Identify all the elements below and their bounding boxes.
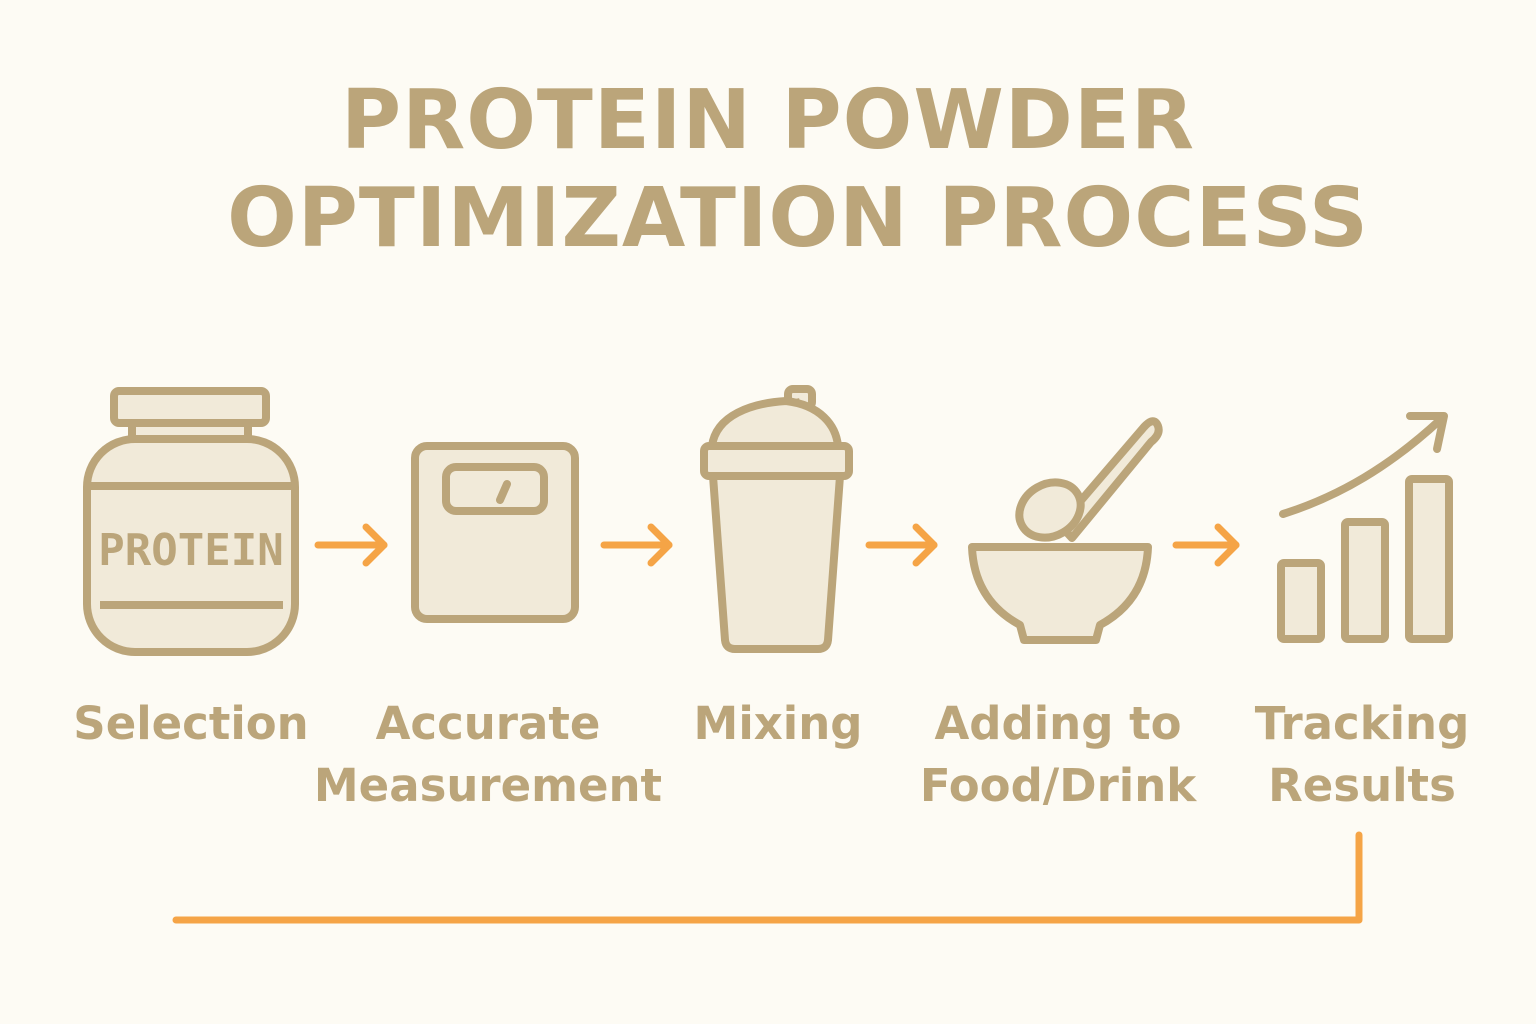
bar-chart-trend-icon: [1277, 412, 1453, 643]
step-label-tracking-results: Tracking Results: [1254, 697, 1470, 812]
step-label-selection: Selection: [73, 697, 309, 750]
feedback-loop-line: [172, 831, 1363, 924]
step-label-accurate-measurement: Accurate Measurement: [313, 697, 663, 812]
jar-label: PROTEIN: [98, 525, 283, 576]
arrow-2-to-3: [600, 523, 673, 567]
arrow-4-to-5: [1172, 523, 1240, 567]
shaker-icon: [700, 385, 853, 653]
protein-jar-icon: PROTEIN: [83, 387, 299, 656]
title-line-2: OPTIMIZATION PROCESS: [227, 171, 1369, 266]
step-label-mixing: Mixing: [693, 697, 863, 750]
step-label-adding-to-food-drink: Adding to Food/Drink: [919, 697, 1197, 812]
arrow-3-to-4: [865, 523, 938, 567]
arrow-1-to-2: [314, 523, 388, 567]
scale-icon: [411, 442, 579, 623]
title-line-1: PROTEIN POWDER: [340, 73, 1196, 168]
diagram-title: PROTEIN POWDER OPTIMIZATION PROCESS: [0, 72, 1536, 268]
bowl-scoop-icon: [968, 417, 1163, 644]
